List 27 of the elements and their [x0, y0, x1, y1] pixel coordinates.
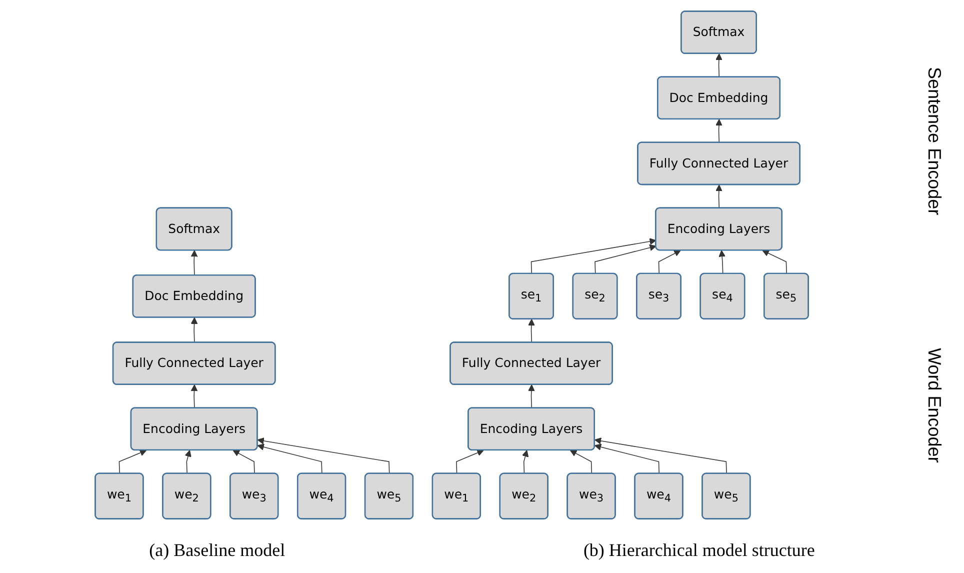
arrow [528, 318, 536, 344]
figure-caption: (b) Hierarchical model structure [583, 540, 815, 560]
arrow [716, 119, 723, 144]
arrow [762, 250, 788, 274]
figure-caption: (a) Baseline model [149, 540, 286, 560]
arrow [716, 184, 723, 209]
arrow [191, 250, 198, 276]
arrow [594, 444, 660, 474]
arrow [522, 450, 529, 474]
arrow [257, 438, 390, 474]
arrow [658, 250, 682, 274]
arrow [456, 450, 484, 474]
arrow [716, 53, 723, 78]
arrow [570, 450, 592, 474]
arrow [594, 438, 728, 474]
arrow [257, 444, 323, 474]
arrow [594, 244, 657, 274]
arrow [184, 450, 192, 474]
arrow [191, 384, 198, 409]
arrow [718, 250, 726, 274]
arrow [528, 384, 536, 409]
arrow [531, 238, 657, 274]
encoder-label: Sentence Encoder [924, 66, 944, 215]
arrow [119, 450, 147, 474]
encoder-label: Word Encoder [924, 348, 944, 464]
arrow [232, 450, 256, 474]
arrow [191, 317, 198, 344]
